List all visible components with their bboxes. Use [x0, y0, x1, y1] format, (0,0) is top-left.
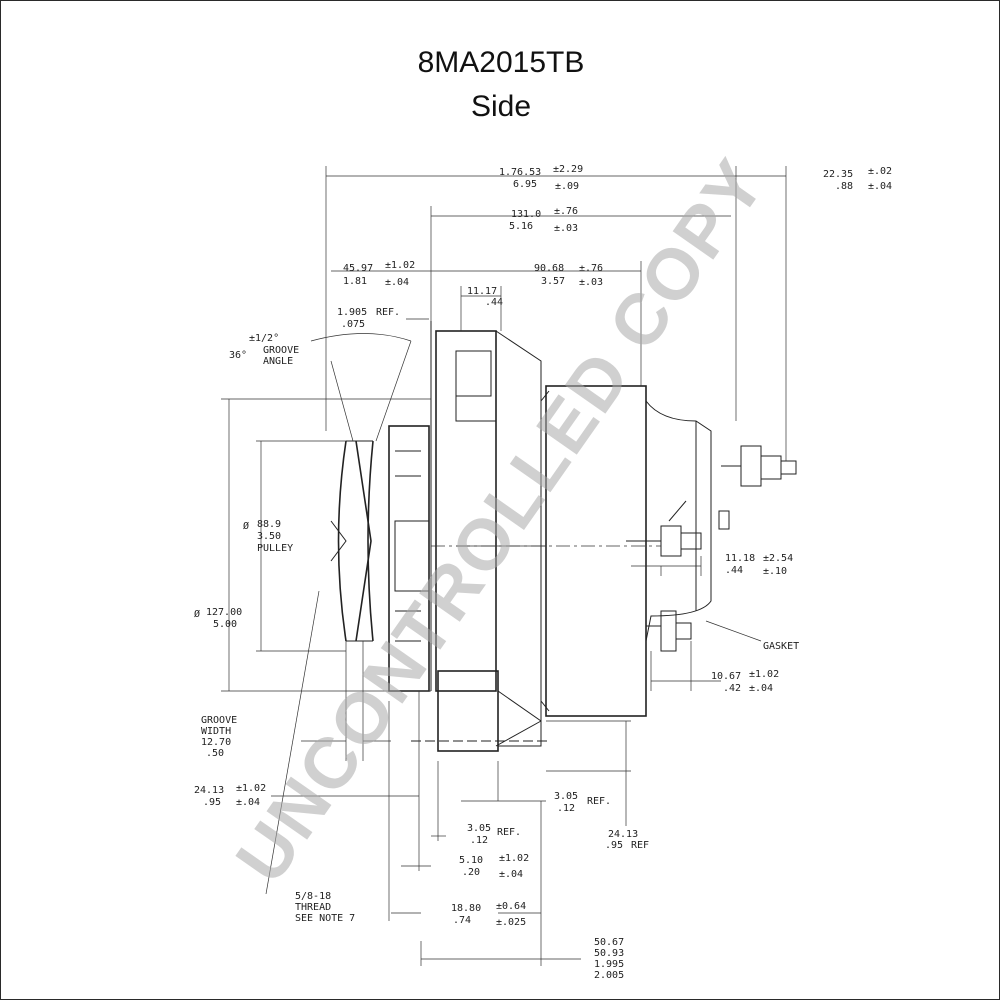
right-ref-in: .95 — [605, 840, 623, 851]
bore-max-in: 1.995 — [594, 959, 624, 970]
m5-mm-tol: ±1.02 — [499, 853, 529, 864]
pulley-dia-symbol: Ø — [243, 520, 249, 532]
foot-ref-mm: 3.05 — [554, 791, 578, 802]
overall-length-mm-tol: ±2.29 — [553, 164, 583, 175]
ref-gap-mm: 1.905 — [337, 307, 367, 318]
body-length-mm: 131.0 — [511, 209, 541, 220]
m5-mm: 5.10 — [459, 855, 483, 866]
thread-label-1: 5/8-18 — [295, 891, 331, 902]
frame-length-in-tol: ±.03 — [579, 277, 603, 288]
terminal2-offset-in-tol: ±.04 — [749, 683, 773, 694]
left-offset-mm-tol: ±1.02 — [236, 783, 266, 794]
right-ref-label: REF — [631, 840, 649, 851]
bore-max-mm: 50.67 — [594, 937, 624, 948]
terminal-offset-mm: 11.18 — [725, 553, 755, 564]
foot2-ref-mm: 3.05 — [467, 823, 491, 834]
frame-length-mm: 90.68 — [534, 263, 564, 274]
groove-angle-deg: 36° — [229, 350, 247, 361]
bore-min-in: 2.005 — [594, 970, 624, 981]
hub-width-mm: 11.17 — [467, 286, 497, 297]
body-length-mm-tol: ±.76 — [554, 206, 578, 217]
foot2-ref-label: REF. — [497, 827, 521, 838]
pulley-offset-in: 1.81 — [343, 276, 367, 287]
stud-length-mm: 22.35 — [823, 169, 853, 180]
foot-ref-in: .12 — [557, 803, 575, 814]
m18-mm-tol: ±0.64 — [496, 901, 526, 912]
page-subtitle: Side — [470, 90, 532, 123]
groove-width-in: .50 — [206, 748, 224, 759]
outer-dia-mm: 127.00 — [206, 607, 242, 618]
thread-label-2: THREAD — [295, 902, 331, 913]
terminal-offset-mm-tol: ±2.54 — [763, 553, 793, 564]
stud-length-in: .88 — [835, 181, 853, 192]
groove-angle-label-1: GROOVE — [263, 345, 299, 356]
pulley-dia-label: PULLEY — [257, 543, 293, 554]
m18-in: .74 — [453, 915, 471, 926]
frame-length-mm-tol: ±.76 — [579, 263, 603, 274]
m18-in-tol: ±.025 — [496, 917, 526, 928]
terminal-offset-in-tol: ±.10 — [763, 566, 787, 577]
left-offset-in-tol: ±.04 — [236, 797, 260, 808]
ref-gap-label: REF. — [376, 307, 400, 318]
groove-width-label-2: WIDTH — [201, 726, 231, 737]
m5-in: .20 — [462, 867, 480, 878]
pulley-dia-in: 3.50 — [257, 531, 281, 542]
groove-width-label-1: GROOVE — [201, 715, 237, 726]
gasket-label: GASKET — [763, 641, 799, 652]
dimension-lines — [221, 166, 787, 966]
outer-dia-symbol: Ø — [194, 608, 200, 620]
terminal2-offset-mm-tol: ±1.02 — [749, 669, 779, 680]
frame-length-in: 3.57 — [541, 276, 565, 287]
terminal2-offset-mm: 10.67 — [711, 671, 741, 682]
left-offset-in: .95 — [203, 797, 221, 808]
right-ref-mm: 24.13 — [608, 829, 638, 840]
left-offset-mm: 24.13 — [194, 785, 224, 796]
groove-angle-label-2: ANGLE — [263, 356, 293, 367]
ref-gap-in: .075 — [341, 319, 365, 330]
pulley-offset-mm-tol: ±1.02 — [385, 260, 415, 271]
thread-label-3: SEE NOTE 7 — [295, 913, 355, 924]
overall-length-in-tol: ±.09 — [555, 181, 579, 192]
page-title: 8MA2015TB — [417, 46, 585, 79]
overall-length-in: 6.95 — [513, 179, 537, 190]
m18-mm: 18.80 — [451, 903, 481, 914]
stud-length-mm-tol: ±.02 — [868, 166, 892, 177]
alternator-outline — [330, 321, 797, 841]
bore-min-mm: 50.93 — [594, 948, 624, 959]
hub-width-in: .44 — [485, 297, 503, 308]
pulley-offset-in-tol: ±.04 — [385, 277, 409, 288]
terminal-offset-in: .44 — [725, 565, 743, 576]
overall-length-mm: 1.76.53 — [499, 167, 541, 178]
pulley-dia-mm: 88.9 — [257, 519, 281, 530]
foot-ref-label: REF. — [587, 796, 611, 807]
body-length-in: 5.16 — [509, 221, 533, 232]
stud-length-in-tol: ±.04 — [868, 181, 892, 192]
dimension-labels: 1.76.53 ±2.29 6.95 ±.09 22.35 ±.02 .88 ±… — [194, 164, 892, 981]
groove-width-mm: 12.70 — [201, 737, 231, 748]
m5-in-tol: ±.04 — [499, 869, 523, 880]
terminal2-offset-in: .42 — [723, 683, 741, 694]
outer-dia-in: 5.00 — [213, 619, 237, 630]
foot2-ref-in: .12 — [470, 835, 488, 846]
pulley-offset-mm: 45.97 — [343, 263, 373, 274]
groove-angle-tol: ±1/2° — [249, 333, 279, 344]
body-length-in-tol: ±.03 — [554, 223, 578, 234]
